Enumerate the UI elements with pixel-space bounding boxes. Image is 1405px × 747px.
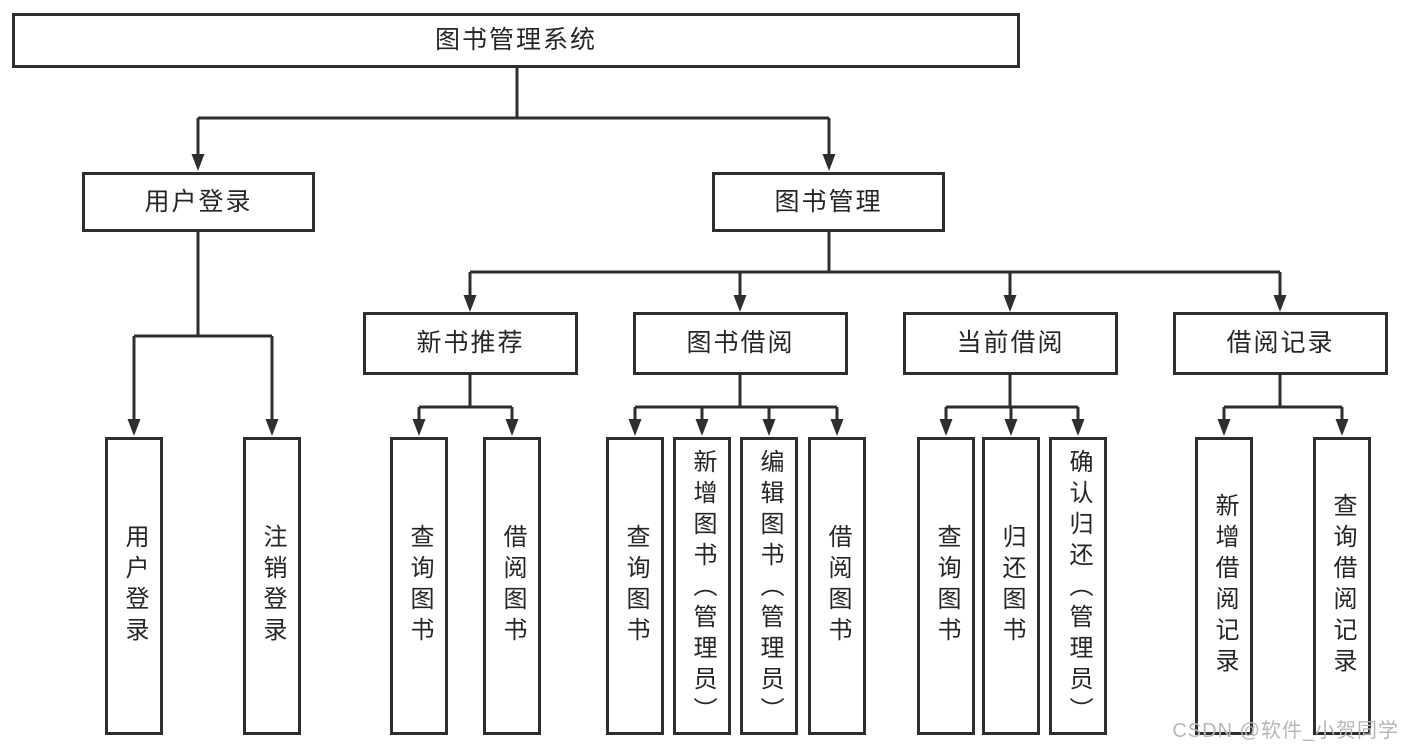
node-leaf-user-login: 用户登录 xyxy=(105,437,163,735)
node-system-root: 图书管理系统 xyxy=(12,13,1020,68)
node-leaf-borrow-books-nb: 借阅图书 xyxy=(483,437,541,735)
node-leaf-add-books-admin: 新增图书（管理员） xyxy=(673,437,731,735)
node-borrow-records: 借阅记录 xyxy=(1173,312,1388,375)
node-leaf-edit-books-admin: 编辑图书（管理员） xyxy=(740,437,798,735)
node-leaf-query-books-nb: 查询图书 xyxy=(390,437,448,735)
node-current-borrowing: 当前借阅 xyxy=(903,312,1118,375)
node-user-login: 用户登录 xyxy=(82,172,315,232)
node-book-borrowing: 图书借阅 xyxy=(633,312,848,375)
node-leaf-query-books-cb: 查询图书 xyxy=(917,437,975,735)
tree-edges xyxy=(132,68,1344,422)
node-new-book-recommend: 新书推荐 xyxy=(363,312,578,375)
node-leaf-borrow-books-bb: 借阅图书 xyxy=(808,437,866,735)
node-leaf-query-books-bb: 查询图书 xyxy=(606,437,664,735)
node-leaf-return-books: 归还图书 xyxy=(982,437,1040,735)
arrowheads xyxy=(127,154,1349,436)
node-leaf-confirm-return-admin: 确认归还（管理员） xyxy=(1049,437,1107,735)
node-leaf-query-borrow-record: 查询借阅记录 xyxy=(1313,437,1371,735)
csdn-watermark: CSDN @软件_小贺同学 xyxy=(1172,720,1399,742)
node-leaf-logout: 注销登录 xyxy=(243,437,301,735)
node-leaf-add-borrow-record: 新增借阅记录 xyxy=(1195,437,1253,735)
node-book-management: 图书管理 xyxy=(712,172,945,232)
